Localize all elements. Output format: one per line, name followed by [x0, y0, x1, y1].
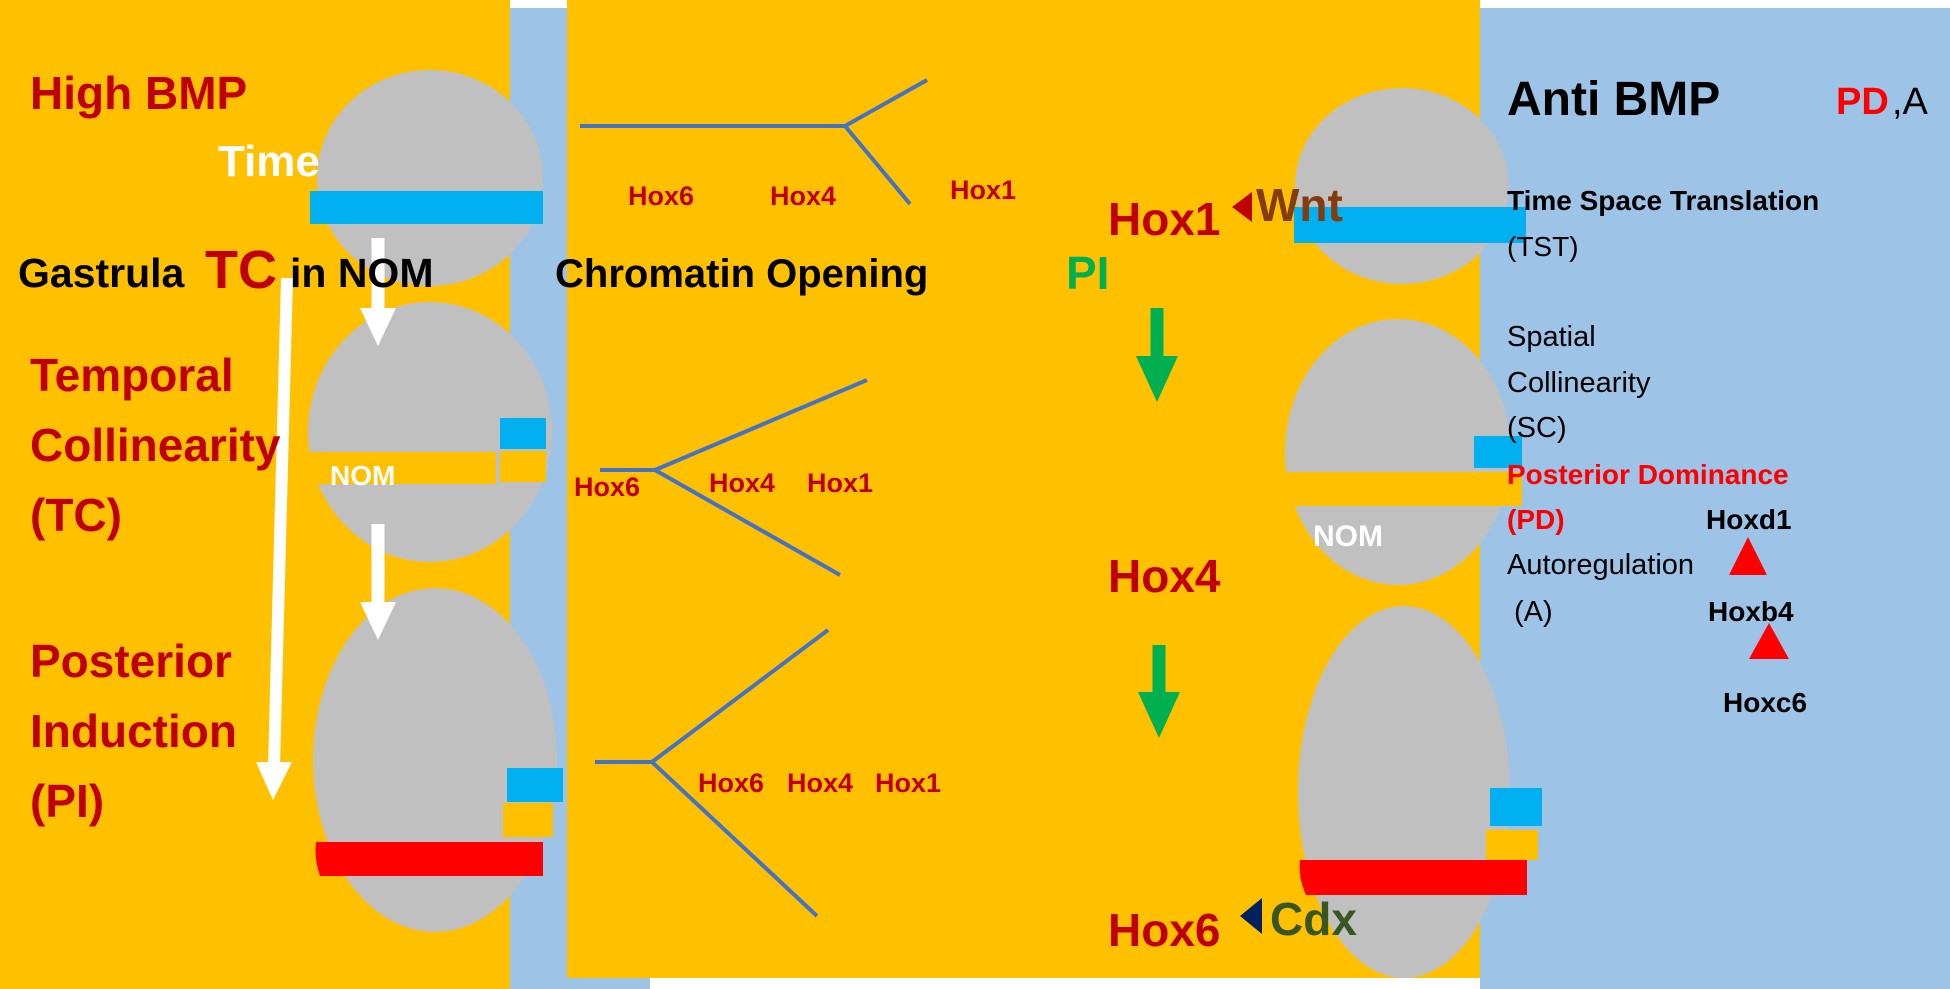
pd-line2: (PD)	[1507, 504, 1565, 535]
pd-red-label: PD	[1836, 81, 1889, 123]
right-top-cyan-band	[1294, 207, 1526, 243]
sc-line3: (SC)	[1507, 412, 1567, 444]
gastrula-embryo	[317, 70, 543, 286]
right-bottom-cyan-block	[1490, 788, 1542, 826]
hoxc6-label: Hoxc6	[1723, 687, 1808, 718]
pi-line2: Induction	[30, 705, 237, 757]
tc-orange-block	[500, 451, 546, 482]
hoxb4-label: Hoxb4	[1708, 596, 1794, 627]
cdx-label: Cdx	[1270, 893, 1357, 945]
pd-a-label: ,A	[1892, 81, 1928, 123]
high-bmp-title: High BMP	[30, 67, 248, 119]
anti-bmp-title: Anti BMP	[1507, 73, 1721, 126]
wnt-label: Wnt	[1256, 179, 1343, 231]
chromatin-row2	[600, 378, 868, 577]
right-blue-panel	[1480, 8, 1950, 989]
right-embryo-mid	[1285, 319, 1511, 585]
time-label: Time	[218, 137, 320, 186]
right-bottom-red-band	[1299, 860, 1527, 895]
gastrula-cyan-band	[310, 191, 543, 224]
hoxd1-triangle	[1729, 537, 1767, 575]
row2-hox6: Hox6	[574, 472, 641, 502]
autoregulation-line1: Autoregulation	[1507, 549, 1695, 581]
right-bottom-orange-block	[1486, 830, 1538, 860]
autoregulation-line2: (A)	[1514, 596, 1553, 628]
sc-line2: Collinearity	[1507, 367, 1651, 399]
tc-embryo	[308, 302, 552, 562]
right-mid-cyan-block	[1474, 436, 1522, 468]
tc-line2: Collinearity	[30, 419, 281, 471]
row3-hox6: Hox6	[698, 768, 765, 798]
row3-hox4: Hox4	[787, 768, 854, 798]
row2-hox1: Hox1	[807, 468, 874, 498]
pi-line3: (PI)	[30, 775, 105, 827]
chromatin-opening-label: Chromatin Opening	[555, 252, 929, 296]
tc-line3: (TC)	[30, 489, 122, 541]
tc-cyan-block	[500, 418, 546, 449]
tst-line1: Time Space Translation	[1507, 185, 1820, 216]
right-mid-orange-band	[1284, 472, 1480, 506]
pi-orange-block	[503, 803, 553, 837]
pi-line1: Posterior	[30, 635, 232, 687]
gastrula-tc: TC	[205, 240, 277, 300]
gastrula-in-nom: in NOM	[290, 250, 434, 296]
green-arrows	[1136, 308, 1180, 738]
row1-hox1: Hox1	[950, 175, 1017, 205]
white-arrows	[256, 238, 396, 800]
pi-red-band	[315, 842, 543, 876]
wnt-triangle	[1232, 192, 1252, 222]
chromatin-row3	[595, 628, 830, 918]
chromatin-row1	[580, 78, 928, 206]
row1-hox4: Hox4	[770, 181, 837, 211]
row1-hox6: Hox6	[628, 181, 695, 211]
cdx-triangle	[1240, 898, 1262, 934]
pi-cyan-block	[507, 768, 563, 802]
right-mid-orange-block	[1474, 472, 1522, 506]
nom-label-right: NOM	[1313, 520, 1383, 553]
tc-nom-band	[310, 452, 496, 484]
row2-hox4: Hox4	[709, 468, 776, 498]
pi-label-green: PI	[1066, 247, 1110, 299]
nom-label-left: NOM	[330, 460, 396, 491]
tc-line1: Temporal	[30, 349, 234, 401]
pd-line1: Posterior Dominance	[1507, 459, 1789, 490]
hoxb4-triangle	[1749, 623, 1789, 659]
row3-hox1: Hox1	[875, 768, 942, 798]
gastrula-label: Gastrula	[18, 250, 185, 296]
tst-line2: (TST)	[1507, 231, 1579, 262]
hoxd1-label: Hoxd1	[1706, 504, 1792, 535]
hox4-big-label: Hox4	[1108, 550, 1221, 602]
hox1-big-label: Hox1	[1108, 193, 1221, 245]
hox6-big-label: Hox6	[1108, 904, 1221, 956]
sc-line1: Spatial	[1507, 321, 1596, 353]
pi-embryo	[313, 588, 557, 932]
